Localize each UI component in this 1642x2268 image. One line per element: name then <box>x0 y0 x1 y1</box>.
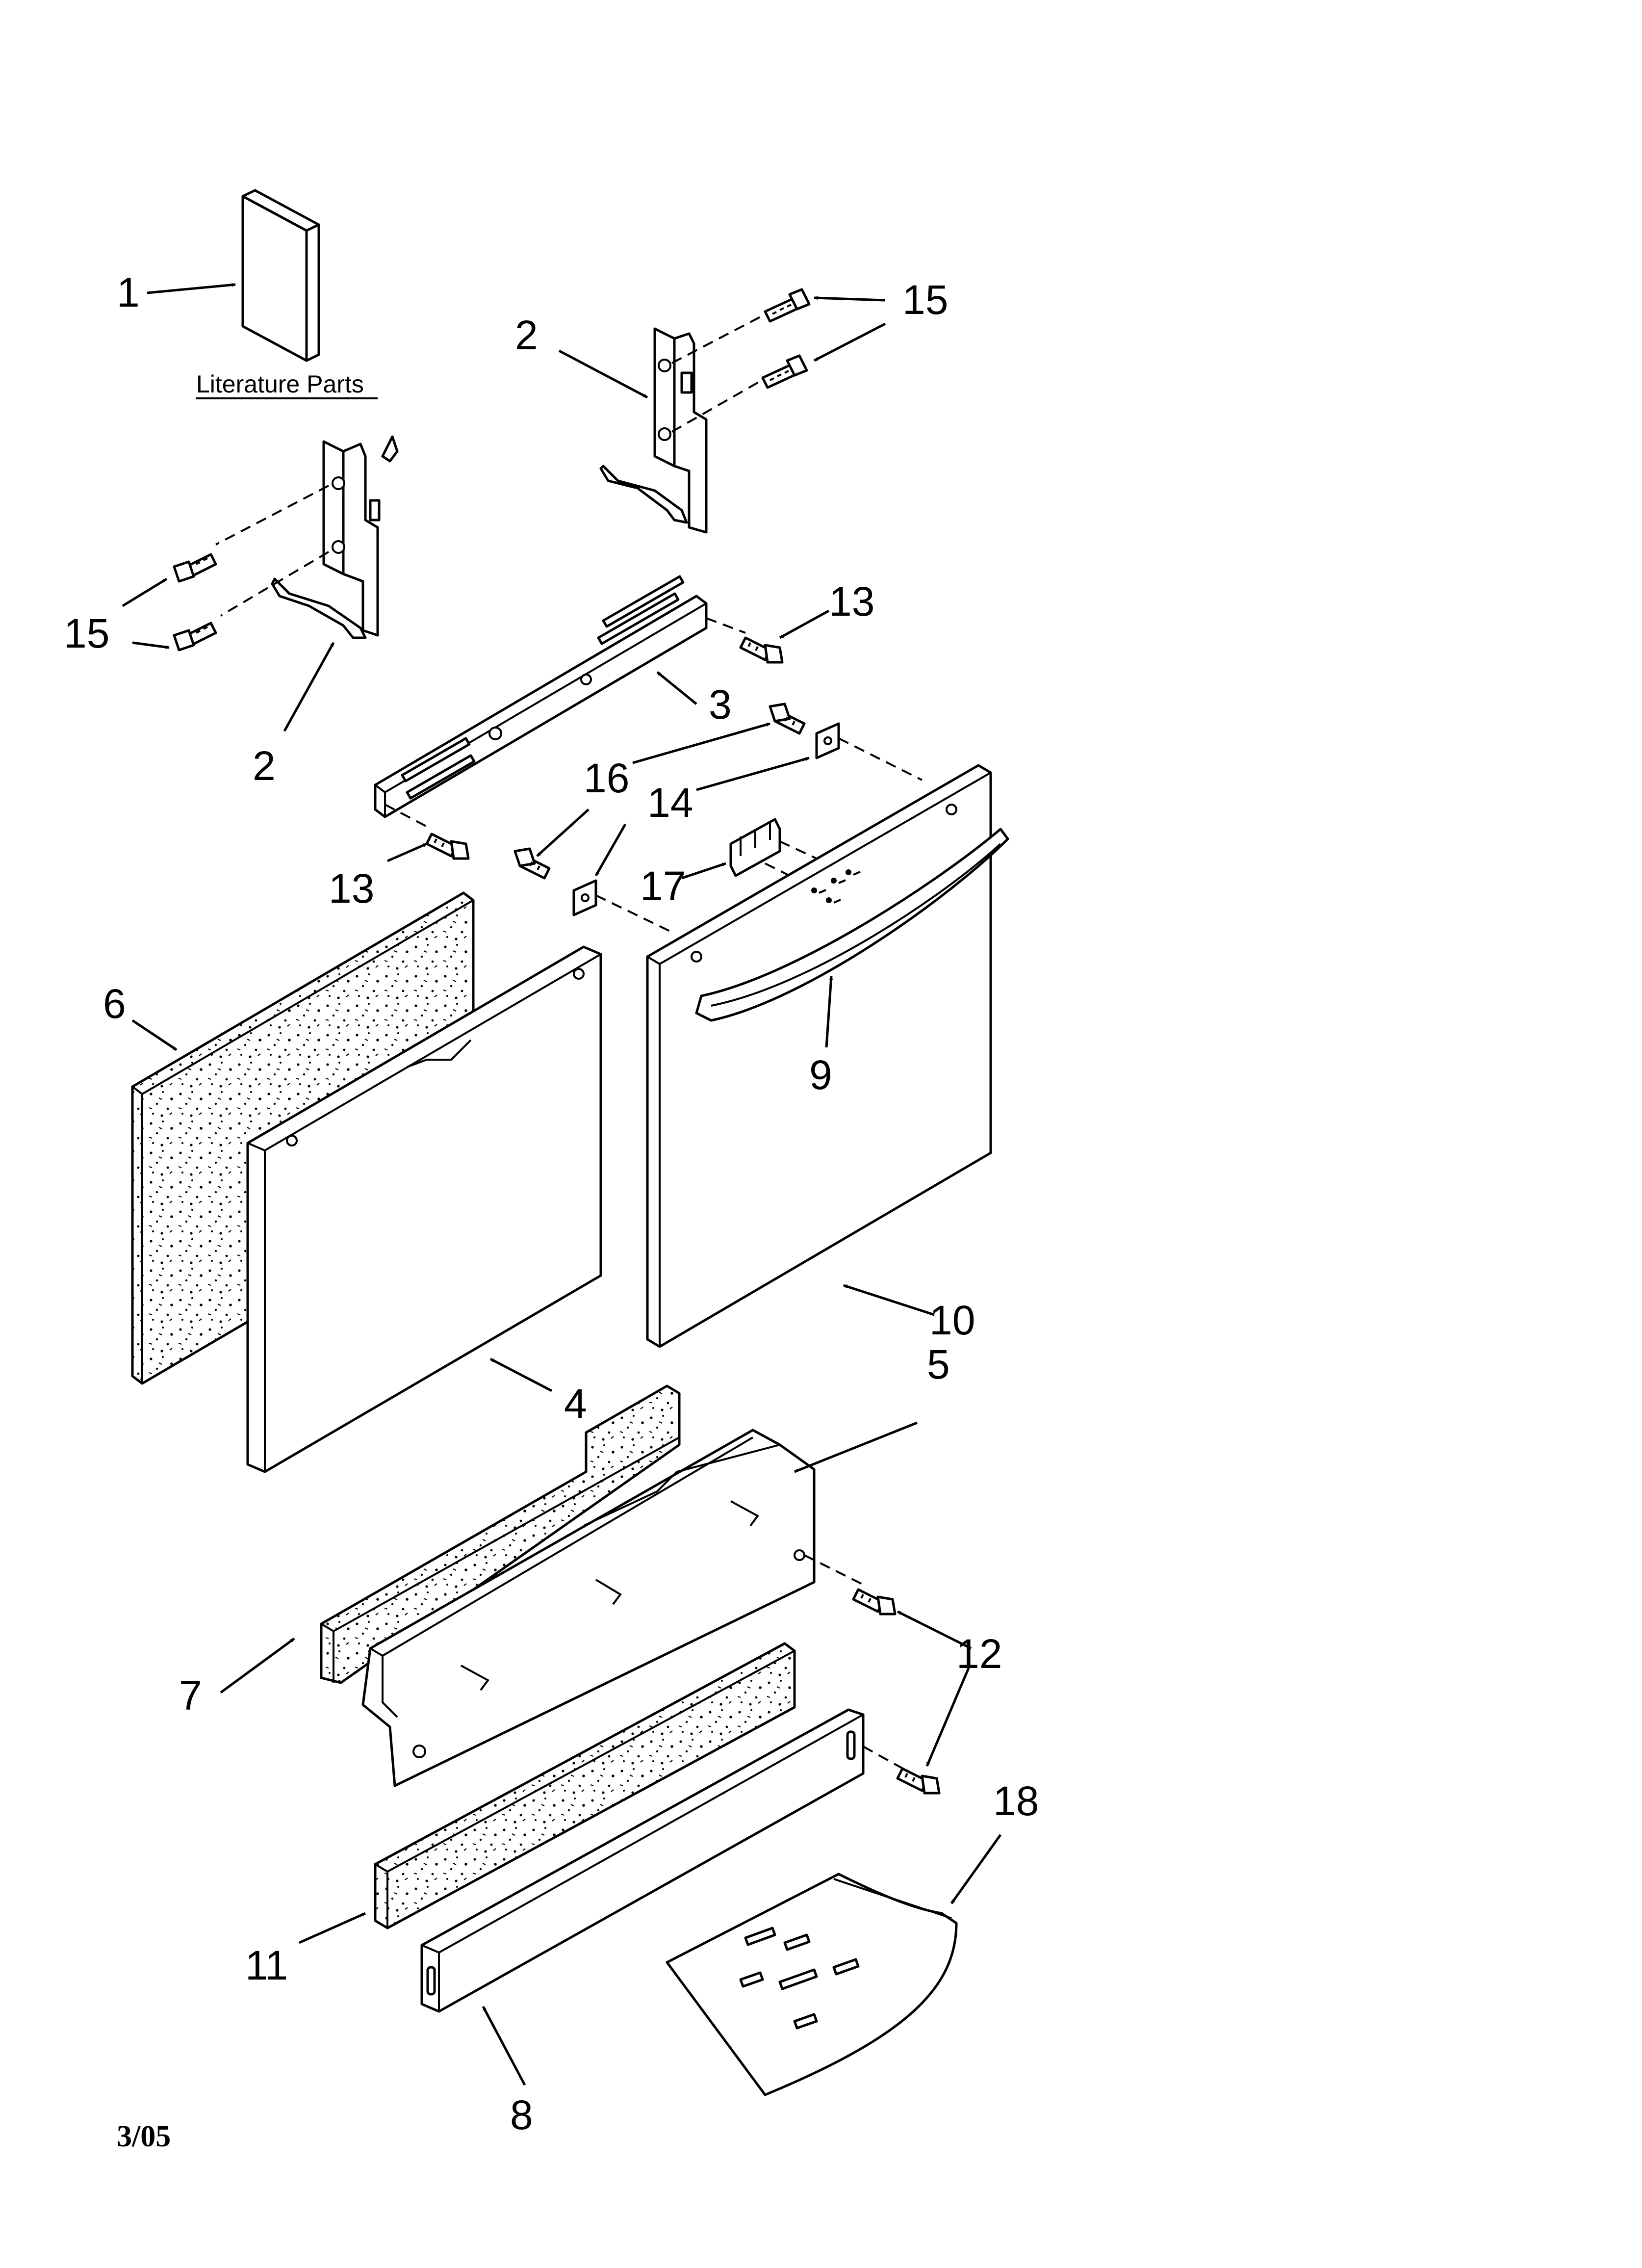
mounting-rail-3 <box>374 575 746 830</box>
literature-label: Literature Parts <box>196 370 364 398</box>
lower-insulation-11 <box>374 1642 796 1929</box>
screw-15-left-a <box>173 553 217 583</box>
kick-plate-8 <box>420 1708 908 2013</box>
callout-15-lower: 15 <box>64 610 109 656</box>
callout-8: 8 <box>510 2092 533 2138</box>
toe-panel-5 <box>361 1429 864 1787</box>
hardware-bag-18 <box>666 1873 958 2096</box>
callout-2-upper: 2 <box>515 312 538 358</box>
literature-part-1: Literature Parts <box>147 189 378 399</box>
screw-16-lower <box>513 847 551 880</box>
callout-16: 16 <box>584 755 629 801</box>
callout-7: 7 <box>179 1672 202 1719</box>
callout-9: 9 <box>809 1052 832 1098</box>
toe-panel-insulation-7 <box>320 1384 681 1684</box>
screw-15-left-b <box>173 622 217 652</box>
screw-16-upper <box>769 703 806 735</box>
callout-13-upper: 13 <box>829 578 874 625</box>
callout-1: 1 <box>117 269 140 315</box>
door-handle-9 <box>695 828 1009 1022</box>
callout-4: 4 <box>564 1381 587 1427</box>
callout-11: 11 <box>245 1942 288 1988</box>
clip-14-lower <box>572 879 597 916</box>
callout-5: 5 <box>927 1341 950 1387</box>
callout-18: 18 <box>993 1778 1039 1824</box>
callout-2-lower: 2 <box>253 743 276 789</box>
screw-13-upper <box>739 636 784 664</box>
hinge-bracket-right <box>558 303 785 534</box>
clip-14-upper <box>815 722 840 759</box>
callout-3: 3 <box>709 681 732 728</box>
screw-12-upper <box>852 1588 897 1616</box>
screw-15-upper-a <box>764 288 811 323</box>
callout-15-upper: 15 <box>902 277 948 323</box>
callout-14: 14 <box>647 780 693 826</box>
callout-6: 6 <box>103 981 126 1027</box>
callout-12: 12 <box>956 1631 1002 1677</box>
screw-15-upper-b <box>761 354 808 389</box>
screw-13-lower <box>425 833 470 860</box>
callout-17: 17 <box>640 863 686 909</box>
inner-door-panel-4 <box>246 945 602 1473</box>
screw-12-lower <box>896 1767 941 1795</box>
hinge-bracket-left <box>215 435 399 732</box>
date-code: 3/05 <box>117 2120 171 2153</box>
callout-10: 10 <box>929 1297 975 1343</box>
callout-13-lower: 13 <box>329 865 374 912</box>
